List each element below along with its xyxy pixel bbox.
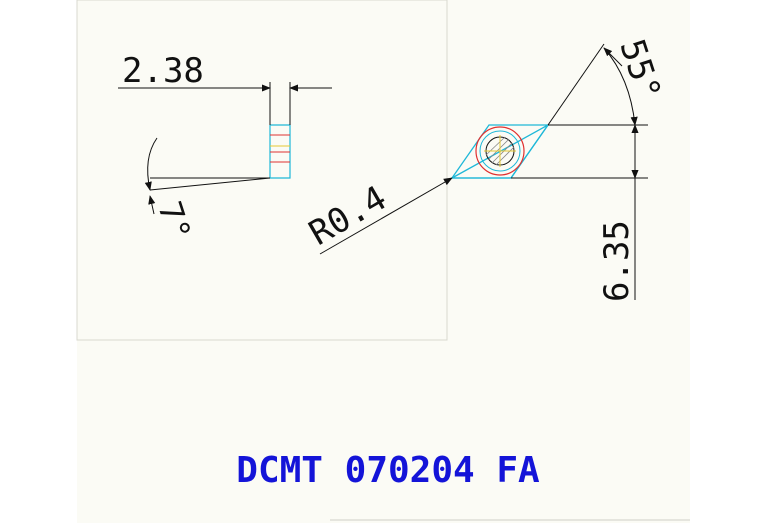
side-view: 2.38 7° (118, 51, 332, 245)
thickness-label: 2.38 (122, 51, 204, 91)
side-view-profile (269, 124, 291, 179)
angle-ext-line (547, 43, 605, 126)
clamp-hole-ring (479, 130, 521, 172)
clearance-arrow-lower (148, 195, 156, 215)
clearance-angle-arc (144, 137, 158, 191)
hole-hatch-1 (487, 138, 510, 161)
clamp-hole-outer (475, 126, 525, 176)
paper-upper-left (76, 0, 448, 341)
hole-hatch-2 (491, 142, 513, 164)
clearance-face-line (149, 177, 271, 191)
inscribed-circle-label: 6.35 (597, 220, 637, 302)
angle-arrow-start (603, 47, 623, 67)
hole-hatch-3 (485, 136, 506, 156)
radius-leader (319, 177, 453, 255)
insert-designation: DCMT 070204 FA (236, 450, 540, 491)
hole-hatch-4 (495, 146, 515, 166)
